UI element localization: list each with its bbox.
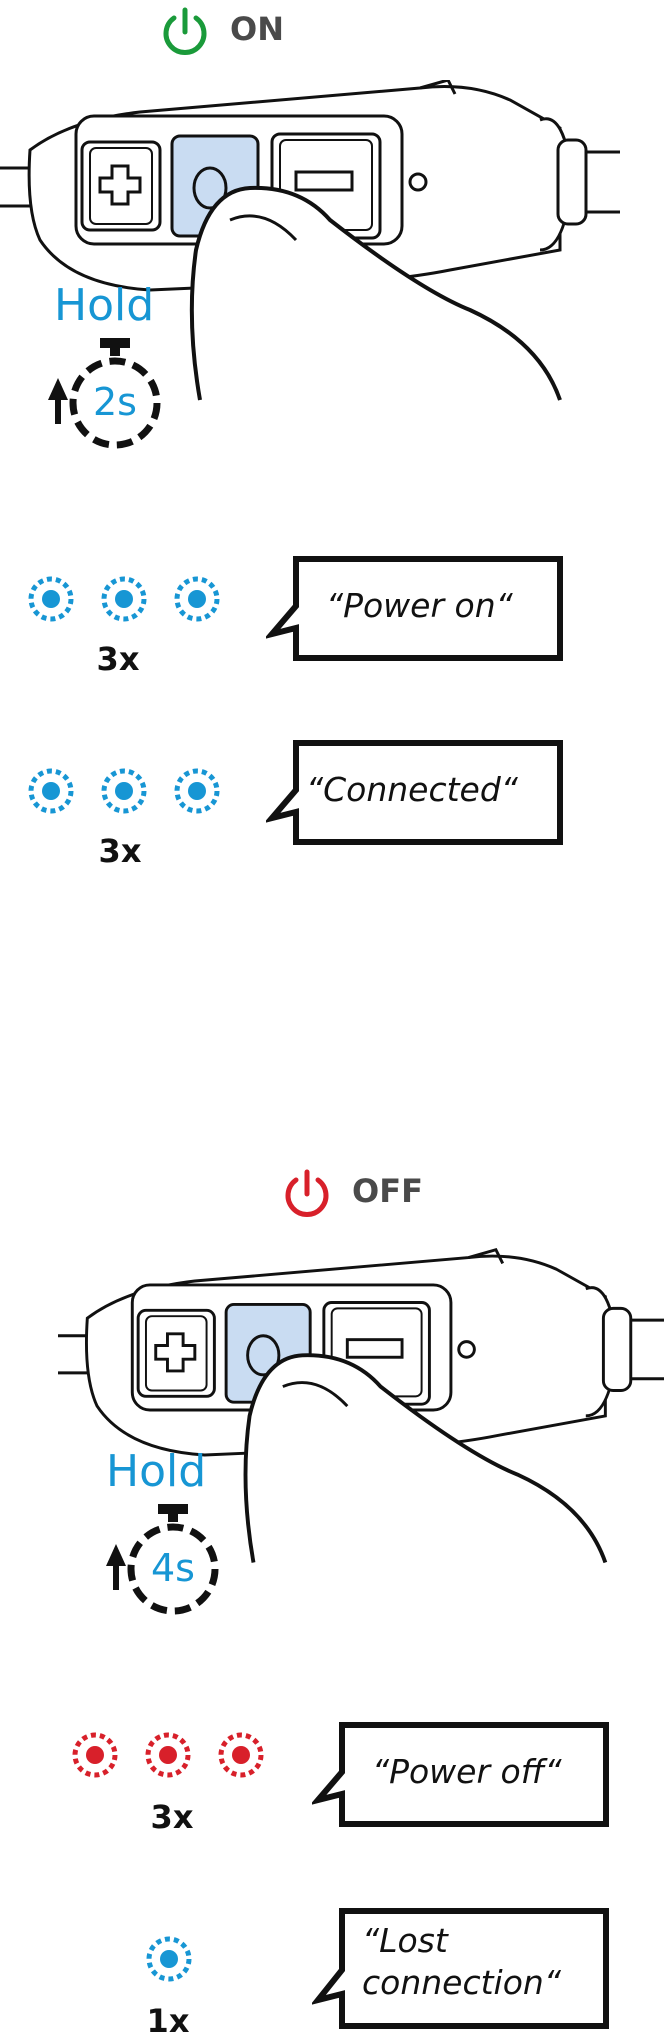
stopwatch-icon-off	[96, 1504, 226, 1624]
led-blink-red-row	[70, 1730, 270, 1780]
speech-bubble	[266, 740, 566, 848]
led-blink-blue-single	[144, 1934, 194, 1984]
speech-bubble	[266, 556, 566, 664]
blink-count: 3x	[98, 832, 142, 870]
led-blink-blue-row	[26, 574, 226, 624]
speech-bubble	[312, 1722, 612, 1830]
hold-label-on: Hold	[54, 280, 155, 331]
blink-count: 3x	[96, 640, 140, 678]
voice-prompt-text: “Lost connection“	[362, 1921, 561, 2002]
blink-count: 3x	[150, 1798, 194, 1836]
remote-control-on	[0, 80, 620, 410]
remote-control-off	[58, 1246, 664, 1576]
on-mode-label: ON	[230, 10, 284, 48]
led-blink-blue-row	[26, 766, 226, 816]
voice-prompt-text: “Power on“	[326, 586, 513, 625]
hold-duration-on: 2s	[93, 380, 137, 424]
power-off-icon	[280, 1168, 334, 1222]
speech-bubble	[312, 1908, 612, 2032]
voice-prompt-text: “Connected“	[306, 770, 518, 809]
hold-label-off: Hold	[106, 1446, 207, 1497]
hold-duration-off: 4s	[151, 1546, 195, 1590]
blink-count: 1x	[146, 2002, 190, 2040]
voice-prompt-text: “Power off“	[372, 1752, 562, 1791]
off-mode-label: OFF	[352, 1172, 423, 1210]
stopwatch-icon-on	[38, 338, 168, 458]
power-on-icon	[158, 6, 212, 60]
